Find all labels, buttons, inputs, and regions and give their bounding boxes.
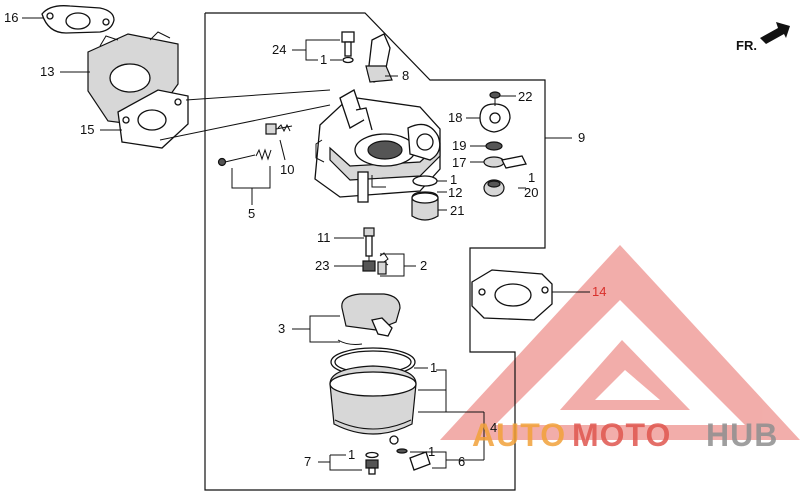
callout-17: 17 — [452, 155, 466, 170]
callout-6: 6 — [458, 454, 465, 469]
callout-4: 4 — [490, 420, 497, 435]
callout-11: 11 — [317, 230, 331, 245]
callout-18: 18 — [448, 110, 462, 125]
main-jet-23 — [362, 260, 376, 272]
oring-12 — [412, 175, 438, 187]
screw-22 — [489, 91, 501, 106]
drain-screw-6 — [396, 448, 431, 471]
callout-10: 10 — [280, 162, 294, 177]
needle-jet-11 — [363, 227, 375, 266]
leader-15-body — [159, 104, 331, 141]
watermark-hub: HUB — [706, 417, 778, 453]
logo-triangle-cut — [595, 370, 660, 400]
watermark-moto: MOTO — [572, 417, 671, 453]
callout-labels: 16 13 15 24 1 8 10 5 22 18 9 19 17 1 20 … — [4, 10, 606, 469]
float-bowl — [329, 347, 417, 445]
callout-7: 7 — [304, 454, 311, 469]
callout-16: 16 — [4, 10, 18, 25]
callout-21: 21 — [450, 203, 464, 218]
callout-1-bowl: 1 — [430, 360, 437, 375]
gasket-16 — [41, 5, 115, 34]
watermark-logo — [440, 245, 800, 440]
washer-19 — [485, 141, 503, 151]
arrow-icon — [760, 22, 790, 44]
choke-lever-8 — [365, 33, 393, 83]
callout-1-bolt: 1 — [348, 447, 355, 462]
watermark-auto: AUTO — [472, 417, 566, 453]
callout-3: 3 — [278, 321, 285, 336]
float-3 — [337, 293, 401, 345]
callout-20: 20 — [524, 185, 538, 200]
callout-9: 9 — [578, 130, 585, 145]
spring-20 — [483, 179, 505, 197]
carburetor-body — [314, 89, 441, 203]
callout-15: 15 — [80, 122, 94, 137]
callout-19: 19 — [452, 138, 466, 153]
bolt-10 — [265, 123, 293, 135]
callout-1-mid: 1 — [450, 172, 457, 187]
callout-13: 13 — [40, 64, 54, 79]
screw-24 — [341, 31, 355, 64]
cover-18 — [479, 103, 511, 133]
callout-14: 14 — [592, 284, 606, 299]
gasket-14 — [471, 269, 553, 321]
leader-15-body-2 — [185, 89, 331, 101]
direction-label: FR. — [736, 38, 757, 53]
callout-1-top: 1 — [320, 52, 327, 67]
watermark-wordmark: AUTO MOTO HUB — [472, 417, 778, 453]
cup-21 — [411, 191, 439, 221]
callout-22: 22 — [518, 89, 532, 104]
assembly-border — [204, 12, 546, 491]
callout-24: 24 — [272, 42, 286, 57]
callout-1-right: 1 — [528, 170, 535, 185]
throttle-stop-screw-5 — [217, 148, 272, 167]
callout-12: 12 — [448, 185, 462, 200]
callout-1-screw: 1 — [428, 444, 435, 459]
lever-17 — [483, 155, 527, 169]
jet-spring-2 — [377, 252, 389, 275]
callout-23: 23 — [315, 258, 329, 273]
callout-8: 8 — [402, 68, 409, 83]
front-direction-marker: FR. — [736, 22, 790, 53]
callout-2: 2 — [420, 258, 427, 273]
gasket-15 — [117, 89, 189, 149]
leader-lines — [22, 17, 590, 471]
drain-bolt-7 — [365, 451, 379, 475]
callout-5: 5 — [248, 206, 255, 221]
